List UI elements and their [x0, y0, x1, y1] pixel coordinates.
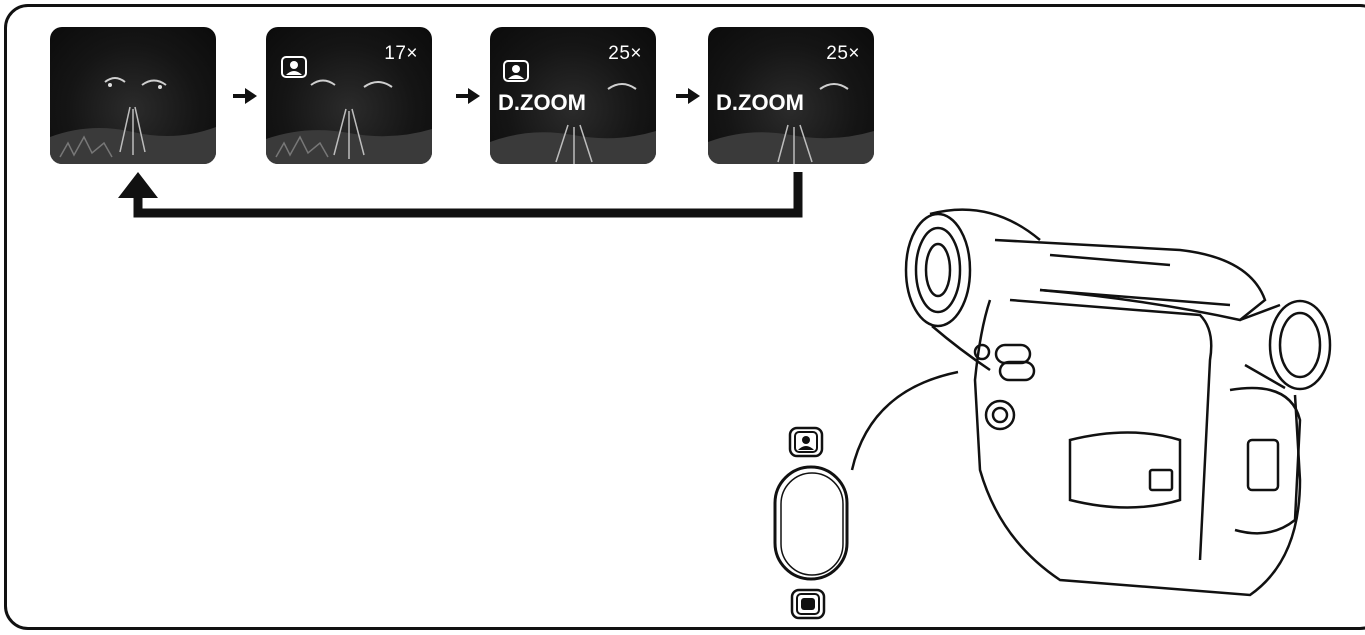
portrait-mode-icon — [788, 426, 824, 458]
mode-switch-button — [772, 464, 850, 582]
standard-mode-icon — [790, 588, 826, 620]
